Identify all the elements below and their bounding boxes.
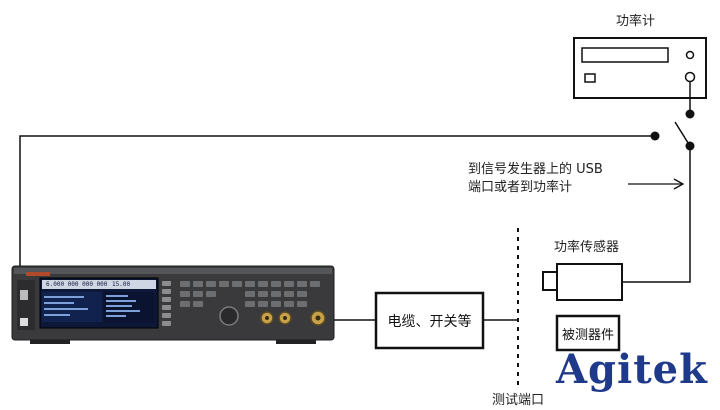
dut-box [555,314,621,352]
power-sensor-device [542,263,623,301]
signal-generator [11,265,335,344]
generator-amplitude-readout: 15.00 [112,281,131,288]
agitek-logo: Agitek [556,346,708,393]
power-meter-device [573,37,707,99]
usb-note-line2: 端口或者到功率计 [468,180,573,195]
usb-cable-line [19,135,655,270]
dut-label: 被测器件 [561,327,614,343]
switch-blade [674,121,691,147]
test-port-label: 测试端口 [492,393,545,408]
power-sensor-label: 功率传感器 [554,240,620,255]
generator-frequency-readout: 6.000 000 000 000 [46,281,108,288]
switch-node-top [685,109,695,119]
usb-note-line1: 到信号发生器上的 USB [468,162,603,177]
cable-switch-label: 电缆、开关等 [387,313,472,330]
sensor-cable-line [622,146,691,283]
power-meter-label: 功率计 [616,14,656,29]
